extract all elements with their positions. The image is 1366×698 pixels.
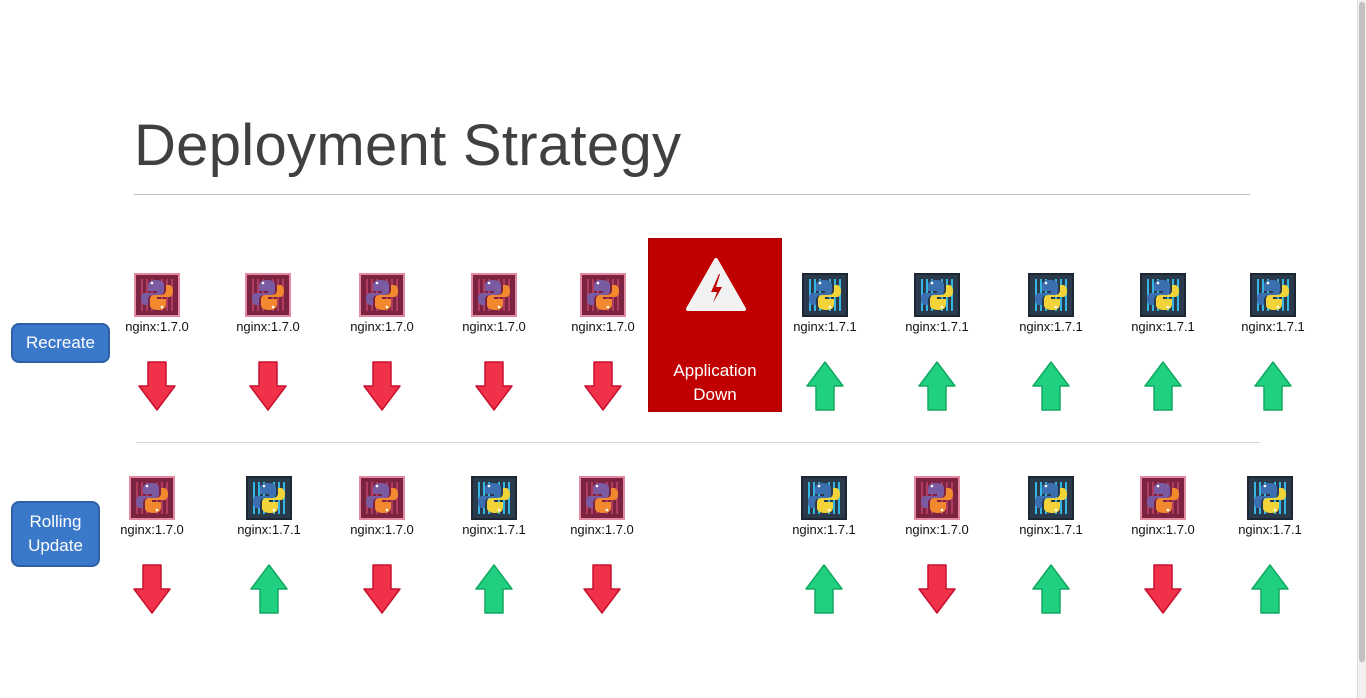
pod-version-label: nginx:1.7.1: [792, 522, 856, 537]
arrow-up-icon: [1253, 360, 1293, 417]
arrow-up-icon: [1031, 563, 1071, 620]
pod-version-label: nginx:1.7.0: [905, 522, 969, 537]
arrow-down-icon: [474, 360, 514, 417]
recreate-label-text: Recreate: [26, 333, 95, 352]
python-container-icon-blue: [1028, 273, 1074, 317]
arrow-down-icon: [1143, 563, 1183, 620]
python-container-icon-blue: [801, 476, 847, 520]
rolling-pod-6: nginx:1.7.1: [764, 476, 884, 537]
rolling-pod-1: nginx:1.7.0: [92, 476, 212, 537]
arrow-down-icon: [137, 360, 177, 417]
application-down-box: Application Down: [648, 238, 782, 412]
arrow-down-icon: [582, 563, 622, 620]
pod-version-label: nginx:1.7.0: [120, 522, 184, 537]
scrollbar-thumb[interactable]: [1359, 2, 1365, 662]
python-container-icon-maroon: [471, 273, 517, 317]
rolling-label-line2: Update: [28, 536, 83, 555]
recreate-strategy-label[interactable]: Recreate: [11, 323, 110, 363]
pod-version-label: nginx:1.7.1: [462, 522, 526, 537]
pod-version-label: nginx:1.7.1: [1019, 319, 1083, 334]
python-container-icon-blue: [1250, 273, 1296, 317]
arrow-up-icon: [474, 563, 514, 620]
python-container-icon-maroon: [129, 476, 175, 520]
recreate-pod-1: nginx:1.7.0: [97, 273, 217, 334]
rolling-pod-3: nginx:1.7.0: [322, 476, 442, 537]
arrow-down-icon: [362, 563, 402, 620]
rolling-pod-2: nginx:1.7.1: [209, 476, 329, 537]
arrow-down-icon: [583, 360, 623, 417]
recreate-pod-8: nginx:1.7.1: [991, 273, 1111, 334]
rolling-pod-5: nginx:1.7.0: [542, 476, 662, 537]
arrow-down-icon: [362, 360, 402, 417]
arrow-down-icon: [132, 563, 172, 620]
slide-title: Deployment Strategy: [134, 113, 682, 178]
python-container-icon-maroon: [580, 273, 626, 317]
python-container-icon-blue: [1028, 476, 1074, 520]
pod-version-label: nginx:1.7.1: [237, 522, 301, 537]
python-container-icon-maroon: [245, 273, 291, 317]
arrow-up-icon: [1250, 563, 1290, 620]
pod-version-label: nginx:1.7.0: [236, 319, 300, 334]
recreate-pod-3: nginx:1.7.0: [322, 273, 442, 334]
arrow-up-icon: [804, 563, 844, 620]
recreate-pod-6: nginx:1.7.1: [765, 273, 885, 334]
recreate-pod-2: nginx:1.7.0: [208, 273, 328, 334]
pod-version-label: nginx:1.7.1: [1019, 522, 1083, 537]
python-container-icon-blue: [246, 476, 292, 520]
pod-version-label: nginx:1.7.0: [1131, 522, 1195, 537]
pod-version-label: nginx:1.7.0: [570, 522, 634, 537]
title-divider: [134, 194, 1250, 195]
python-container-icon-maroon: [914, 476, 960, 520]
rolling-pod-7: nginx:1.7.0: [877, 476, 997, 537]
recreate-pod-10: nginx:1.7.1: [1213, 273, 1333, 334]
pod-version-label: nginx:1.7.0: [125, 319, 189, 334]
arrow-up-icon: [1031, 360, 1071, 417]
rolling-pod-4: nginx:1.7.1: [434, 476, 554, 537]
python-container-icon-maroon: [359, 476, 405, 520]
rolling-label-line1: Rolling: [29, 512, 82, 531]
rolling-pod-10: nginx:1.7.1: [1210, 476, 1330, 537]
arrow-down-icon: [917, 563, 957, 620]
arrow-up-icon: [1143, 360, 1183, 417]
python-container-icon-maroon: [1140, 476, 1186, 520]
arrow-up-icon: [249, 563, 289, 620]
application-down-text: Application Down: [649, 359, 781, 407]
python-container-icon-maroon: [359, 273, 405, 317]
pod-version-label: nginx:1.7.1: [905, 319, 969, 334]
python-container-icon-maroon: [579, 476, 625, 520]
arrow-up-icon: [917, 360, 957, 417]
python-container-icon-blue: [1247, 476, 1293, 520]
row-divider: [136, 442, 1260, 443]
rolling-pod-8: nginx:1.7.1: [991, 476, 1111, 537]
python-container-icon-blue: [471, 476, 517, 520]
recreate-pod-7: nginx:1.7.1: [877, 273, 997, 334]
rolling-pod-9: nginx:1.7.0: [1103, 476, 1223, 537]
pod-version-label: nginx:1.7.1: [793, 319, 857, 334]
application-down-line2: Down: [693, 385, 737, 404]
pod-version-label: nginx:1.7.0: [571, 319, 635, 334]
python-container-icon-blue: [1140, 273, 1186, 317]
recreate-pod-5: nginx:1.7.0: [543, 273, 663, 334]
arrow-down-icon: [248, 360, 288, 417]
lightning-warning-icon: [685, 257, 747, 318]
pod-version-label: nginx:1.7.0: [350, 319, 414, 334]
python-container-icon-maroon: [134, 273, 180, 317]
pod-version-label: nginx:1.7.1: [1238, 522, 1302, 537]
rolling-label-text: Rolling Update: [28, 510, 83, 558]
pod-version-label: nginx:1.7.0: [350, 522, 414, 537]
pod-version-label: nginx:1.7.0: [462, 319, 526, 334]
rolling-update-strategy-label[interactable]: Rolling Update: [11, 501, 100, 567]
pod-version-label: nginx:1.7.1: [1131, 319, 1195, 334]
arrow-up-icon: [805, 360, 845, 417]
python-container-icon-blue: [802, 273, 848, 317]
application-down-line1: Application: [673, 361, 757, 380]
vertical-scrollbar[interactable]: [1357, 0, 1366, 698]
recreate-pod-4: nginx:1.7.0: [434, 273, 554, 334]
recreate-pod-9: nginx:1.7.1: [1103, 273, 1223, 334]
python-container-icon-blue: [914, 273, 960, 317]
pod-version-label: nginx:1.7.1: [1241, 319, 1305, 334]
